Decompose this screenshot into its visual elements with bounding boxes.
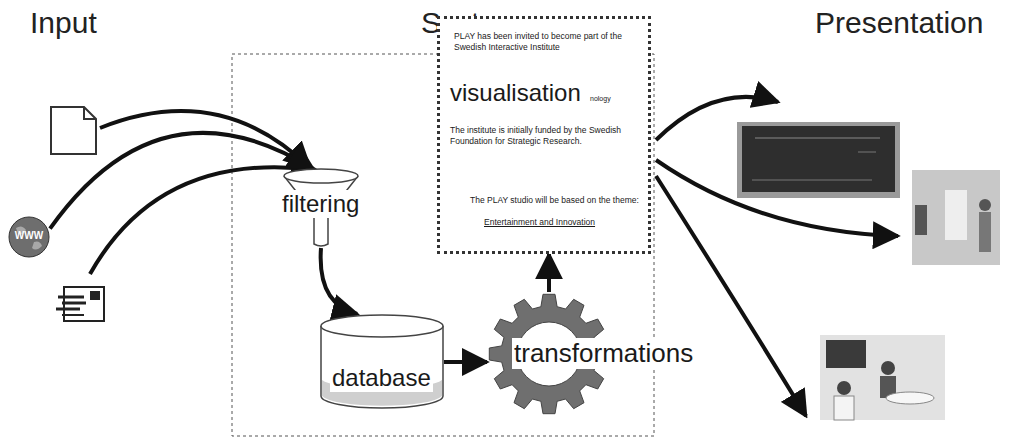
node-text: The institute is initially funded by the… (450, 125, 635, 147)
node-text: database (330, 364, 433, 392)
node-text: PLAY has been invited to become part of … (454, 31, 624, 53)
column-heading: Presentation (815, 6, 983, 40)
mail-icon (56, 287, 104, 321)
node-text: filtering (280, 190, 361, 218)
transformations-gear: transformations (487, 292, 700, 416)
flow-arrow (444, 360, 487, 364)
node-text: visualisation (450, 79, 581, 107)
output-arrow (656, 176, 806, 416)
input-arrow (100, 111, 310, 168)
cylinder-outline (320, 314, 444, 410)
filter-funnel: filtering (273, 168, 369, 248)
room-photo (820, 335, 945, 420)
node-text: transformations (512, 338, 695, 369)
node-text: nology (590, 95, 611, 102)
document-icon (51, 107, 96, 154)
flow-arrow (50, 133, 313, 229)
node-text: WWW (8, 230, 50, 241)
visualisation-screen: PLAY has been invited to become part of … (437, 16, 651, 254)
node-text: Entertainment and Innovation (484, 217, 595, 227)
www-globe: WWW (8, 216, 50, 258)
node-text: The PLAY studio will be based on the the… (470, 195, 645, 206)
column-heading: Input (30, 6, 97, 40)
flow-arrow (321, 248, 358, 314)
screen-photo (737, 122, 900, 198)
database-cylinder: database (320, 314, 444, 410)
input-arrow (90, 167, 316, 274)
flow-arrow (547, 254, 551, 292)
hallway-photo (912, 170, 1000, 265)
